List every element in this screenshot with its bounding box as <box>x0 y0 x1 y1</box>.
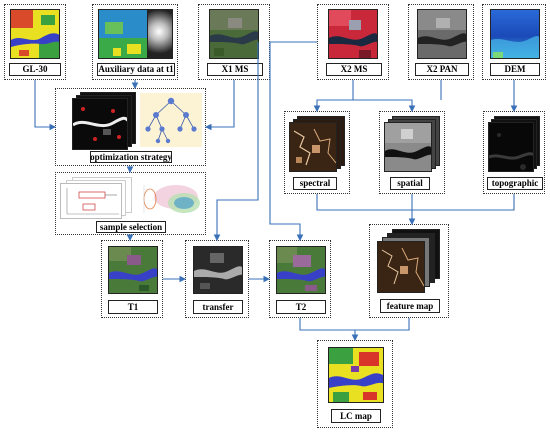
transfer-node: transfer <box>185 240 249 318</box>
gl30-image <box>10 9 60 59</box>
x2ms-image <box>328 9 378 59</box>
x2ms-node: X2 MS <box>317 4 389 80</box>
x2ms-label: X2 MS <box>326 63 382 76</box>
decision-tree-graphic <box>140 93 202 147</box>
topographic-label: topographic <box>487 177 543 190</box>
sample-cluster-graphic <box>136 179 202 219</box>
arrow-x2ms-spatial <box>353 99 416 113</box>
lc-map-node: LC map <box>317 340 393 428</box>
sample-chart-1 <box>60 183 122 219</box>
x2pan-label: X2 PAN <box>415 63 469 76</box>
arrow-x2ms-spectral <box>313 80 354 113</box>
transfer-label: transfer <box>193 300 243 314</box>
arrow-t2-lcmap <box>299 318 359 342</box>
x2pan-node: X2 PAN <box>408 4 474 80</box>
x2pan-image <box>417 9 467 59</box>
t1-node: T1 <box>101 240 163 318</box>
feature-map-label: feature map <box>380 299 440 313</box>
feature-map-node: feature map <box>369 224 449 318</box>
sample-selection-node: sample selection <box>55 172 206 235</box>
dem-label: DEM <box>490 63 540 76</box>
gl30-label: GL-30 <box>9 63 61 76</box>
lc-map-label: LC map <box>331 409 381 423</box>
arrow-feature-lcmap <box>355 318 410 331</box>
spectral-image-1 <box>289 122 337 172</box>
dem-node: DEM <box>482 4 546 80</box>
arrow-spectral-feature <box>316 194 515 211</box>
x1ms-image <box>209 9 259 59</box>
arrow-gl30-optimization <box>34 80 57 131</box>
x1ms-label: X1 MS <box>207 63 263 76</box>
feature-image-1 <box>377 241 425 293</box>
auxiliary-image-front <box>98 9 148 59</box>
t2-node: T2 <box>269 240 331 318</box>
spatial-label: spatial <box>390 177 430 190</box>
optimization-image-1 <box>72 98 128 150</box>
topographic-node: topographic <box>483 111 545 194</box>
dem-image <box>490 9 540 59</box>
t2-label: T2 <box>276 300 326 314</box>
gl30-node: GL-30 <box>4 4 66 80</box>
auxiliary-image-back <box>145 9 173 59</box>
t1-label: T1 <box>108 300 158 314</box>
t1-image <box>108 246 158 294</box>
sample-selection-label: sample selection <box>96 221 166 233</box>
t2-image <box>276 246 326 294</box>
spatial-image-1 <box>384 122 432 172</box>
spectral-label: spectral <box>293 177 337 190</box>
arrow-x1ms-optimization <box>204 80 235 131</box>
lc-map-image <box>328 347 384 403</box>
transfer-image <box>193 246 243 294</box>
spatial-node: spatial <box>379 111 445 194</box>
auxiliary-label: Auxiliary data at t1 <box>97 63 175 76</box>
spectral-node: spectral <box>284 111 350 194</box>
optimization-node: optimization strategy <box>55 88 206 166</box>
auxiliary-node: Auxiliary data at t1 <box>92 4 178 80</box>
x1ms-node: X1 MS <box>198 4 270 80</box>
topographic-image-1 <box>488 122 534 172</box>
optimization-label: optimization strategy <box>90 151 172 163</box>
